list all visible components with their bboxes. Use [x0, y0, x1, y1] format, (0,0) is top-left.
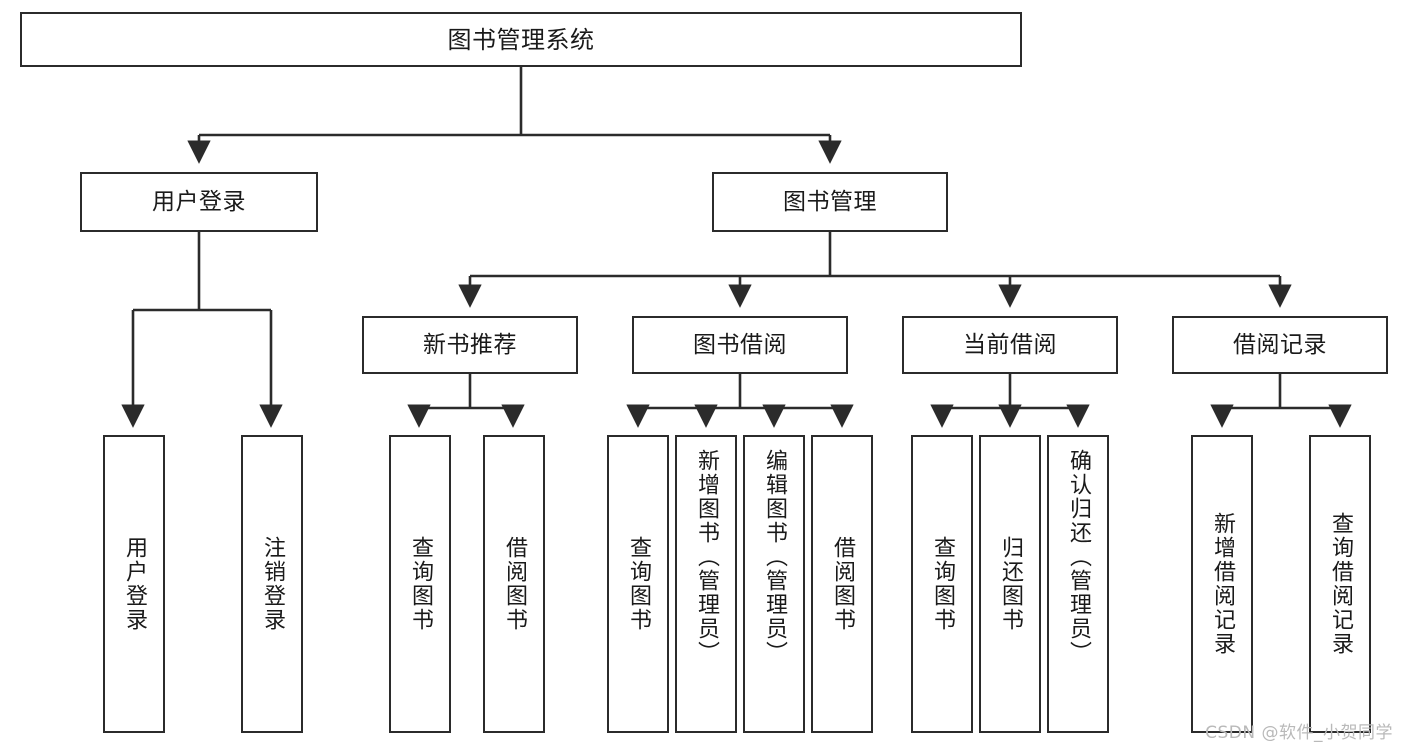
leaf-user-login-login[interactable]: 用户登录: [103, 435, 165, 733]
node-system-root[interactable]: 图书管理系统: [20, 12, 1022, 67]
leaf-borrow-query-book[interactable]: 查询图书: [607, 435, 669, 733]
node-new-book-recommend[interactable]: 新书推荐: [362, 316, 578, 374]
leaf-record-add-record[interactable]: 新增借阅记录: [1191, 435, 1253, 733]
csdn-watermark: CSDN @软件_小贺同学: [1205, 723, 1393, 743]
node-label: 当前借阅: [963, 331, 1057, 358]
leaf-current-return-book[interactable]: 归还图书: [979, 435, 1041, 733]
node-current-borrow[interactable]: 当前借阅: [902, 316, 1118, 374]
node-label: 新增图书（管理员）: [693, 449, 719, 665]
node-label: 图书管理: [783, 188, 877, 215]
leaf-borrow-edit-book-admin[interactable]: 编辑图书（管理员）: [743, 435, 805, 733]
leaf-borrow-add-book-admin[interactable]: 新增图书（管理员）: [675, 435, 737, 733]
node-label: 用户登录: [152, 188, 246, 215]
node-label: 注销登录: [259, 536, 285, 632]
node-label: 确认归还（管理员）: [1065, 449, 1091, 665]
node-label: 查询图书: [407, 536, 433, 632]
node-label: 查询图书: [625, 536, 651, 632]
node-book-borrow[interactable]: 图书借阅: [632, 316, 848, 374]
node-label: 新增借阅记录: [1209, 512, 1235, 656]
node-label: 借阅记录: [1233, 331, 1327, 358]
node-label: 图书借阅: [693, 331, 787, 358]
node-label: 编辑图书（管理员）: [761, 449, 787, 665]
leaf-recommend-query-book[interactable]: 查询图书: [389, 435, 451, 733]
leaf-current-query-book[interactable]: 查询图书: [911, 435, 973, 733]
node-label: 借阅图书: [829, 536, 855, 632]
node-label: 用户登录: [121, 536, 147, 632]
node-label: 查询图书: [929, 536, 955, 632]
leaf-borrow-borrow-book[interactable]: 借阅图书: [811, 435, 873, 733]
leaf-current-confirm-return-admin[interactable]: 确认归还（管理员）: [1047, 435, 1109, 733]
node-user-login[interactable]: 用户登录: [80, 172, 318, 232]
node-label: 查询借阅记录: [1327, 512, 1353, 656]
node-label: 新书推荐: [423, 331, 517, 358]
leaf-record-query-record[interactable]: 查询借阅记录: [1309, 435, 1371, 733]
node-label: 归还图书: [997, 536, 1023, 632]
node-borrow-record[interactable]: 借阅记录: [1172, 316, 1388, 374]
node-label: 图书管理系统: [447, 25, 595, 54]
leaf-recommend-borrow-book[interactable]: 借阅图书: [483, 435, 545, 733]
node-label: 借阅图书: [501, 536, 527, 632]
leaf-user-login-logout[interactable]: 注销登录: [241, 435, 303, 733]
node-book-management[interactable]: 图书管理: [712, 172, 948, 232]
